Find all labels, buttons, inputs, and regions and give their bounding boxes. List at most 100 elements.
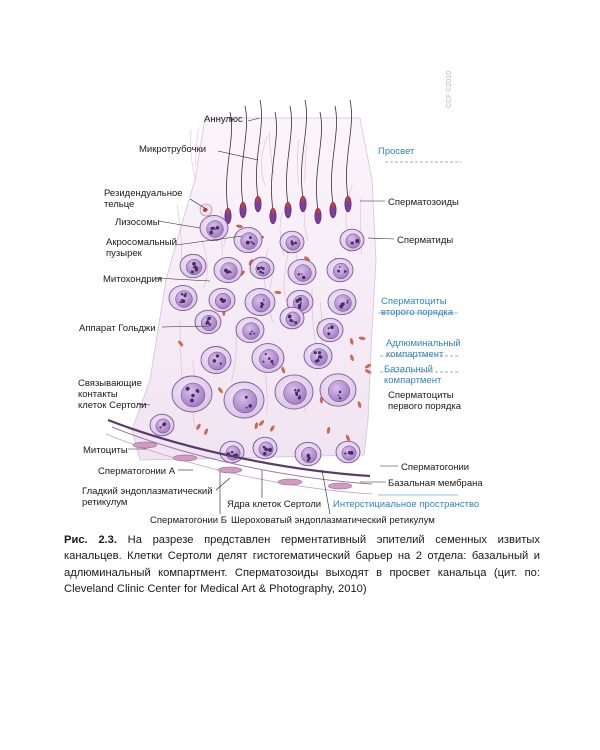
chromatin-dot <box>268 447 273 452</box>
chromatin-dot <box>250 330 253 333</box>
chromatin-dot <box>194 268 198 272</box>
cell-nucleus <box>232 388 258 414</box>
chromatin-dot <box>330 325 334 330</box>
sertoli-strand <box>297 139 299 186</box>
caption-label: Рис. 2.3. <box>64 534 117 546</box>
chromatin-dot <box>287 314 292 319</box>
sperm-tail <box>241 105 247 205</box>
chromatin-dot <box>183 294 187 298</box>
label-spermatids: Сперматиды <box>397 235 454 246</box>
chromatin-dot <box>303 276 306 279</box>
leader-spermatids <box>367 237 395 240</box>
chromatin-dot <box>290 239 293 242</box>
cell-nucleus <box>240 232 258 250</box>
chromatin-dot <box>222 300 225 303</box>
chromatin-dot <box>230 450 234 454</box>
sertoli-strand <box>360 198 362 255</box>
chromatin-dot <box>270 360 274 364</box>
chromatin-dot <box>249 332 252 336</box>
mitochondrion <box>254 422 259 430</box>
label-spermatogonia-b: Сперматогонии Б <box>150 515 227 526</box>
acrosome <box>316 208 320 214</box>
chromatin-dot <box>290 241 294 245</box>
chromatin-dot <box>192 266 195 269</box>
chromatin-dot <box>248 404 252 408</box>
chromatin-dot <box>180 298 183 301</box>
leader-lines <box>128 117 398 515</box>
chromatin-dot <box>185 386 190 391</box>
compartment-dividers <box>378 161 461 496</box>
leader-microtubules <box>217 150 259 161</box>
leader-residual-body <box>189 198 209 211</box>
mitochondrion <box>358 336 366 340</box>
chromatin-dot <box>297 396 301 400</box>
cell-nucleus <box>285 311 301 327</box>
chromatin-dot <box>245 240 250 245</box>
label-golgi: Аппарат Гольджи <box>79 323 156 334</box>
mitochondrion <box>204 428 209 435</box>
chromatin-dot <box>327 327 330 330</box>
chromatin-dot <box>192 261 196 266</box>
mitochondrion <box>259 420 265 426</box>
chromatin-dot <box>179 301 182 304</box>
label-mitochondria: Митохондрия <box>103 274 163 285</box>
sperm-tail <box>226 111 232 211</box>
leader-rough-er <box>321 469 331 515</box>
chromatin-dot <box>180 292 184 296</box>
cell-nucleus <box>294 264 312 282</box>
chromatin-dot <box>250 240 253 243</box>
sertoli-strand <box>261 134 268 187</box>
chromatin-dot <box>229 271 232 274</box>
acrosome <box>226 208 230 214</box>
chromatin-dot <box>294 389 297 392</box>
leader-smooth-er <box>215 477 231 491</box>
acrosome <box>286 202 290 208</box>
sertoli-strand <box>304 143 307 183</box>
chromatin-dot <box>219 297 224 302</box>
leader-sertoli-contacts <box>137 403 151 406</box>
mitochondrion <box>349 338 354 345</box>
sertoli-strand <box>195 127 200 167</box>
mitochondrion <box>350 354 354 362</box>
chromatin-dot <box>347 299 349 302</box>
chromatin-dot <box>262 445 266 449</box>
sperm-tail <box>331 105 337 205</box>
label-annulus: Аннулюс <box>204 114 243 125</box>
basal-membrane <box>107 418 371 478</box>
chromatin-dot <box>215 354 220 358</box>
acrosome <box>331 202 335 208</box>
cell-nucleus <box>332 262 350 280</box>
myoid-cell <box>277 478 303 486</box>
chromatin-dot <box>295 298 300 303</box>
cell-nucleus <box>283 381 307 405</box>
acrosome <box>256 196 260 202</box>
chromatin-dot <box>209 231 213 235</box>
chromatin-dot <box>346 301 349 304</box>
chromatin-dot <box>338 390 342 394</box>
chromatin-dot <box>292 320 294 323</box>
sertoli-strand <box>269 131 275 176</box>
leader-golgi <box>161 325 211 328</box>
chromatin-dot <box>262 360 265 363</box>
chromatin-dot <box>262 299 265 301</box>
chromatin-dot <box>213 228 216 231</box>
chromatin-dot <box>210 226 214 231</box>
chromatin-dot <box>256 266 261 271</box>
chromatin-dot <box>308 454 311 457</box>
chromatin-dot <box>253 332 256 335</box>
chromatin-dot <box>191 393 195 398</box>
mitochondrion <box>196 423 201 430</box>
label-interstitial: Интерстициальное пространство <box>333 499 480 510</box>
chromatin-dot <box>162 423 166 427</box>
mitochondrion <box>304 256 310 262</box>
chromatin-dot <box>248 236 252 240</box>
label-myocytes: Митоциты <box>83 445 128 456</box>
label-basal-membrane: Базальная мембрана <box>388 478 483 489</box>
leader-annulus <box>247 117 261 122</box>
myoid-cell <box>327 482 353 490</box>
chromatin-dot <box>297 273 301 276</box>
